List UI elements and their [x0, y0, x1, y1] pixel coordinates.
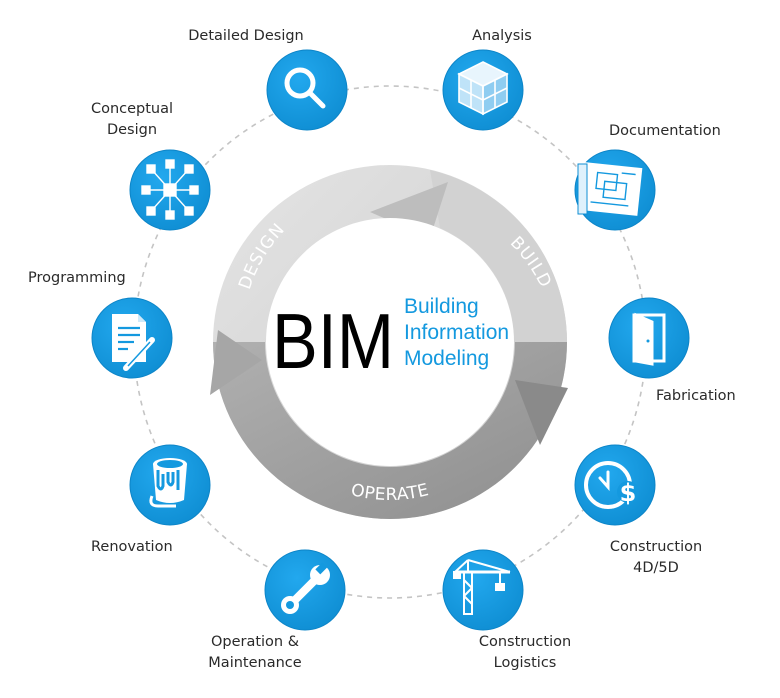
wrench-icon [281, 562, 330, 614]
ring-inner-white [266, 218, 514, 466]
label-line: Operation & [210, 634, 300, 650]
label-line: Logistics [493, 655, 557, 671]
label-construction-logistics: Construction Logistics [470, 632, 580, 674]
document-pen-icon [112, 314, 155, 371]
stage-operation-maintenance[interactable] [264, 549, 346, 631]
cube-icon [457, 61, 509, 116]
stage-construction-4d5d[interactable]: $ [574, 444, 656, 526]
label-construction-4d5d: Construction 4D/5D [606, 537, 706, 579]
paint-bucket-icon [149, 458, 187, 508]
label-renovation: Renovation [91, 537, 173, 558]
stage-renovation[interactable] [129, 444, 211, 526]
label-analysis: Analysis [457, 26, 547, 47]
bim-line-building: Building [404, 295, 479, 318]
stage-detailed-design[interactable] [266, 49, 348, 131]
label-line: Detailed Design [188, 28, 304, 44]
label-operation-maintenance: Operation & Maintenance [200, 632, 310, 674]
label-line: Design [106, 122, 158, 138]
label-line: Construction [609, 539, 703, 555]
ring-operate-segment [213, 342, 567, 519]
label-line: Programming [28, 270, 126, 286]
stage-fabrication[interactable] [608, 297, 690, 379]
ring-arrow-right [515, 380, 568, 445]
network-icon [141, 159, 199, 220]
label-line: Documentation [609, 123, 721, 139]
stage-analysis[interactable] [442, 49, 524, 131]
label-detailed-design: Detailed Design [176, 26, 316, 47]
label-line: Maintenance [208, 655, 302, 671]
cycle-ring: DESIGN BUILD OPERATE [210, 165, 568, 519]
label-line: Conceptual [90, 101, 174, 117]
bim-line-information: Information [404, 321, 509, 344]
blueprint-icon [577, 162, 643, 216]
bim-line-modeling: Modeling [404, 347, 489, 370]
label-conceptual-design: Conceptual Design [82, 99, 182, 141]
label-line: Construction [478, 634, 572, 650]
stage-documentation[interactable] [574, 149, 656, 231]
label-line: Renovation [91, 539, 173, 555]
stage-conceptual-design[interactable] [129, 149, 211, 231]
magnifier-icon [284, 67, 326, 109]
stage-programming[interactable] [91, 297, 173, 379]
label-line: 4D/5D [633, 560, 679, 576]
label-programming: Programming [28, 268, 126, 289]
bim-acronym: BIM [272, 297, 394, 385]
ring-arrow-left [210, 330, 262, 395]
ring-arrow-top [370, 182, 448, 238]
label-documentation: Documentation [609, 121, 721, 142]
door-icon [632, 312, 666, 366]
svg-text:$: $ [620, 479, 637, 507]
crane-icon [453, 559, 511, 615]
stage-construction-logistics[interactable] [442, 549, 524, 631]
clock-dollar-icon: $ [584, 461, 639, 509]
label-line: Analysis [472, 28, 532, 44]
label-fabrication: Fabrication [656, 386, 736, 407]
ring-build-segment [430, 170, 567, 342]
label-line: Fabrication [656, 388, 736, 404]
